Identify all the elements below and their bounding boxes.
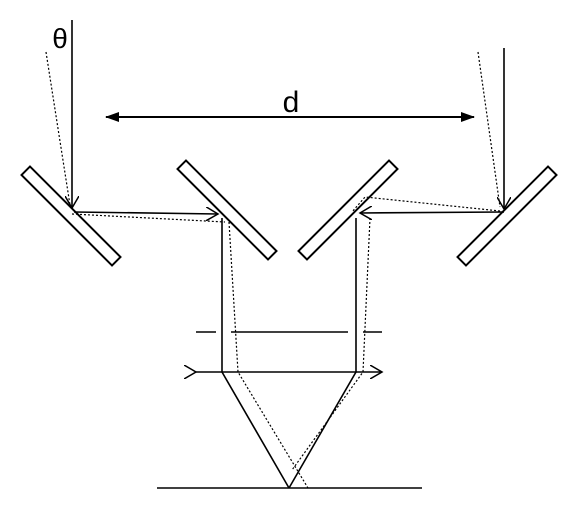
theta-label: θ bbox=[52, 23, 68, 54]
left-tilted-ray bbox=[45, 51, 71, 206]
left-transfer-ray bbox=[73, 212, 218, 214]
left-tilted-transfer bbox=[71, 213, 226, 223]
right-outer-mirror bbox=[456, 165, 558, 267]
left-tilted-down bbox=[228, 221, 309, 489]
right-tilted-ray bbox=[477, 51, 501, 208]
right-inner-mirror bbox=[297, 159, 399, 261]
right-focus-ray bbox=[288, 371, 357, 489]
right-tilted-transfer bbox=[351, 196, 501, 213]
baseline-label: d bbox=[283, 86, 300, 119]
right-transfer-ray bbox=[360, 212, 505, 213]
left-focus-ray bbox=[221, 371, 290, 489]
left-inner-mirror bbox=[176, 159, 278, 261]
